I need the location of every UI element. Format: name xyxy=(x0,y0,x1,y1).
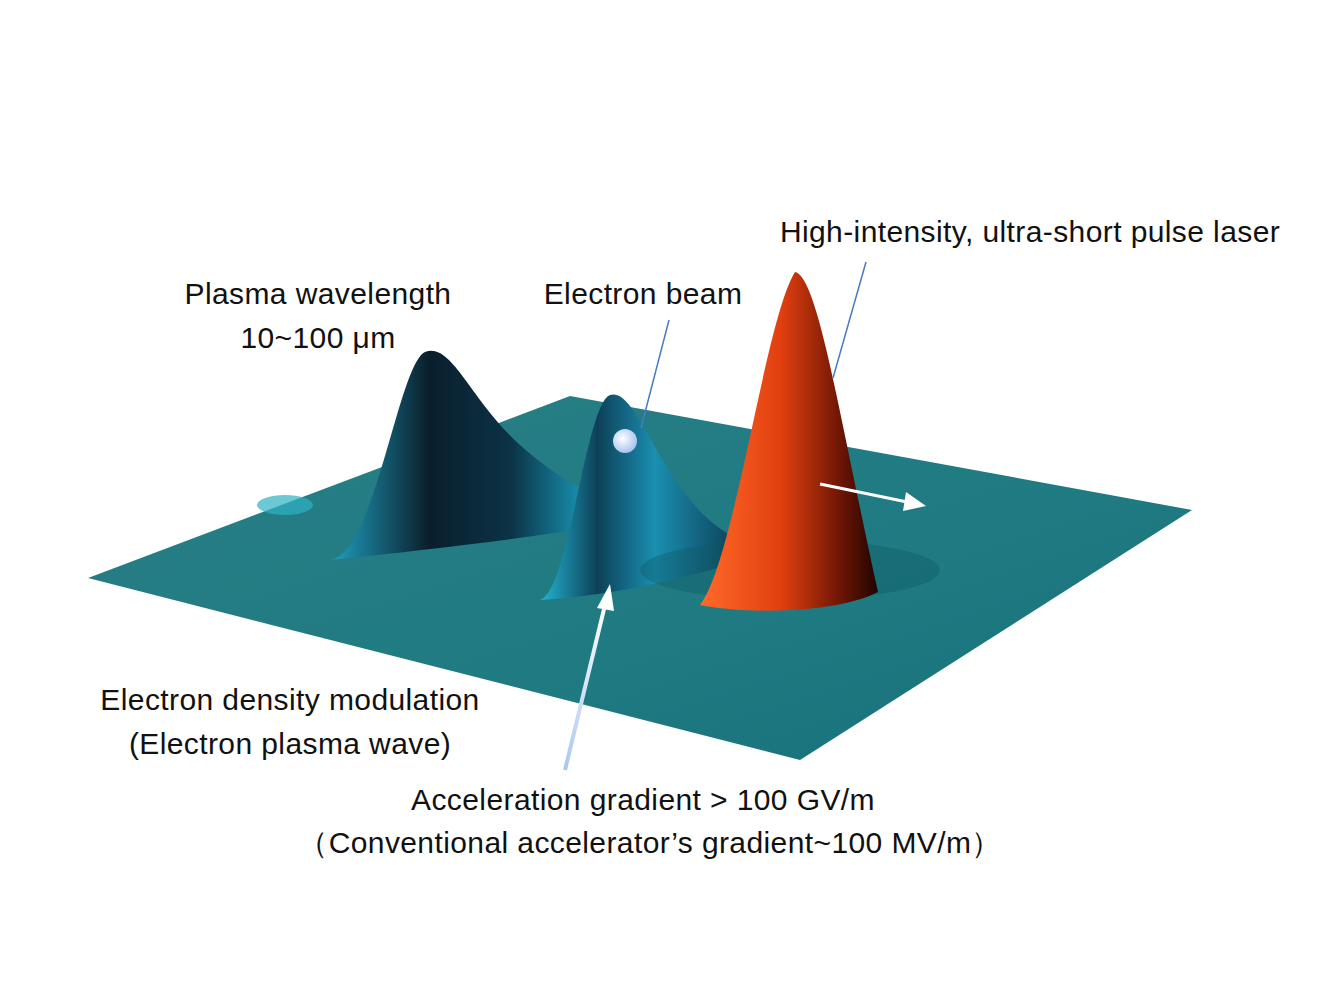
gradient-label: Acceleration gradient > 100 GV/m xyxy=(343,778,943,822)
electron-bunch xyxy=(613,429,637,453)
beam-label: Electron beam xyxy=(523,272,763,316)
wavelength-label: Plasma wavelength 10~100 μm xyxy=(168,272,468,360)
leader-line xyxy=(833,262,866,378)
propagation-arrow xyxy=(820,484,912,503)
small-bump xyxy=(257,495,313,515)
arrowhead xyxy=(903,492,926,511)
leader-line xyxy=(641,320,669,428)
conventional-note: （Conventional accelerator’s gradient~100… xyxy=(250,821,1050,865)
laser-pulse xyxy=(700,272,878,611)
laser-label: High-intensity, ultra-short pulse laser xyxy=(740,210,1320,254)
gradient-arrow xyxy=(565,605,605,770)
density-label: Electron density modulation (Electron pl… xyxy=(65,678,515,766)
arrowhead xyxy=(597,584,614,611)
